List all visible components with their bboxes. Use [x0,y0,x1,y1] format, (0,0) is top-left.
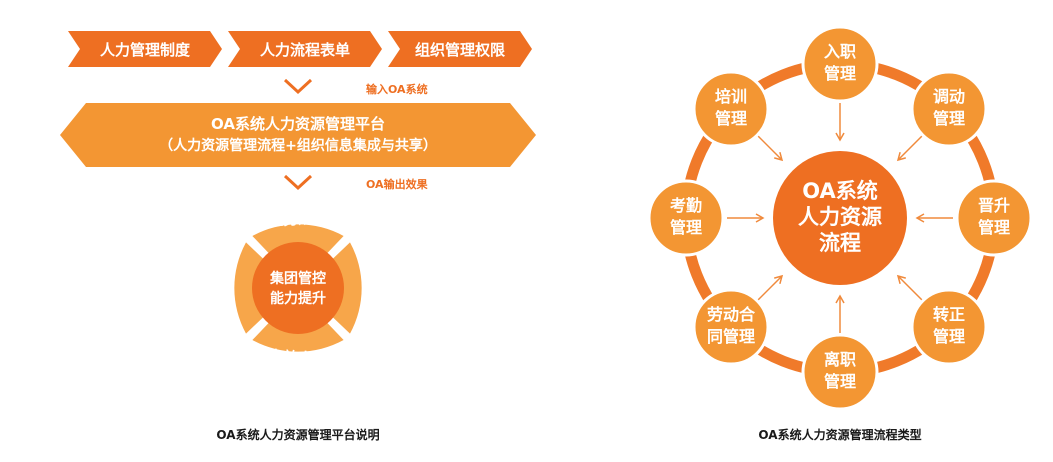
center-line-2: 人力资源 [798,205,882,229]
output-label: OA输出效果 [366,177,428,191]
center-circle [773,151,907,285]
arrows [727,103,953,333]
top-banner-1: 人力管理制度 [68,31,222,67]
input-label: 输入OA系统 [366,82,428,96]
node-4-line-1: 转正 [933,305,965,324]
node-6-line-2: 同管理 [707,327,755,346]
node-6: 劳动合 同管理 [692,288,770,366]
node-5: 离职 管理 [801,333,879,411]
segment-top-label: 业务规范 [267,208,328,230]
top-banner-2-label: 人力流程表单 [260,41,350,59]
node-8: 培训 管理 [692,70,770,148]
top-banner-2: 人力流程表单 [228,31,382,67]
chevron-down-icon [283,174,313,191]
chevron-down-icon [283,78,313,95]
node-7: 考勤 管理 [647,179,725,257]
platform-banner: OA系统人力资源管理平台 （人力资源管理流程+组织信息集成与共享） [60,103,536,167]
node-2-line-2: 管理 [933,109,965,128]
node-2-line-1: 调动 [933,87,965,106]
arrow-from-node-6 [756,274,784,302]
platform-title: OA系统人力资源管理平台 [211,115,385,133]
node-6-line-1: 劳动合 [707,305,756,324]
node-5-line-2: 管理 [824,372,856,391]
node-5-line-1: 离职 [824,350,856,369]
node-3-line-1: 晋升 [978,196,1010,215]
right-diagram: OA系统 人力资源 流程 入职 管理 调动 管理 晋升 管理 [647,25,1033,442]
center-line-2: 能力提升 [270,290,326,307]
arrow-from-node-4 [896,274,924,302]
segment-bottom-label: 高效实时 [267,347,328,369]
center-line-1: OA系统 [802,179,878,203]
node-4: 转正 管理 [910,288,988,366]
center-circle [252,242,344,334]
segment-left-label: 标准统一 [203,255,239,319]
top-banner-3-label: 组织管理权限 [415,41,505,59]
node-3-line-2: 管理 [978,218,1010,237]
node-4-line-2: 管理 [933,327,965,346]
left-diagram: 人力管理制度 人力流程表单 组织管理权限 输入OA系统 OA系统人力资源管理平台… [60,31,536,442]
arrow-from-node-2 [896,134,924,162]
center-line-3: 流程 [819,231,861,255]
node-1-line-1: 入职 [824,42,856,61]
node-1-line-2: 管理 [824,64,856,83]
center-line-1: 集团管控 [269,270,326,287]
node-8-line-1: 培训 [715,87,747,106]
node-8-line-2: 管理 [715,109,747,128]
node-2: 调动 管理 [910,70,988,148]
left-caption: OA系统人力资源管理平台说明 [216,427,379,442]
top-banner-3: 组织管理权限 [388,31,532,67]
node-3: 晋升 管理 [955,179,1033,257]
platform-subtitle: （人力资源管理流程+组织信息集成与共享） [159,137,437,154]
arrow-from-node-8 [756,134,784,162]
top-banner-1-label: 人力管理制度 [100,41,191,59]
node-1: 入职 管理 [801,25,879,103]
right-caption: OA系统人力资源管理流程类型 [758,427,921,442]
node-7-line-1: 考勤 [670,196,702,215]
node-7-line-2: 管理 [670,218,702,237]
